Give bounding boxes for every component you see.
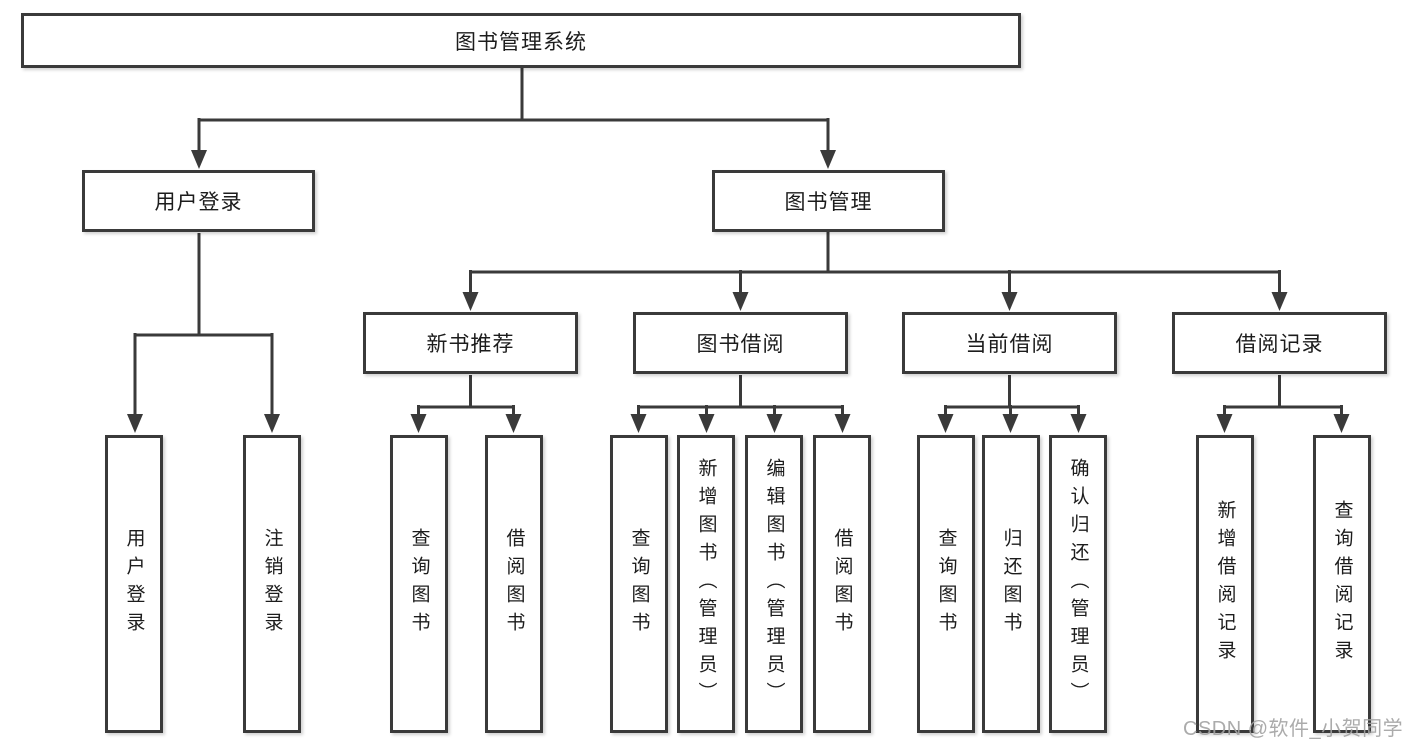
leaf-current-return-books-label: 归还图书 — [1000, 528, 1022, 640]
leaf-records-add-record-label: 新增借阅记录 — [1214, 500, 1236, 668]
node-book-borrowing-label: 图书借阅 — [696, 333, 785, 356]
arrowheads — [127, 150, 1350, 433]
leaf-current-confirm-return-admin: 确认归还（管理员） — [1049, 435, 1107, 733]
leaf-current-query-books-label: 查询图书 — [935, 528, 957, 640]
leaf-borrow-borrow-books: 借阅图书 — [813, 435, 871, 733]
leaf-current-confirm-return-admin-label: 确认归还（管理员） — [1067, 458, 1089, 710]
leaf-borrow-add-books-admin-label: 新增图书（管理员） — [695, 458, 717, 710]
node-current-borrowing: 当前借阅 — [902, 312, 1117, 374]
leaf-borrow-edit-books-admin: 编辑图书（管理员） — [745, 435, 803, 733]
leaf-records-query-record: 查询借阅记录 — [1313, 435, 1371, 733]
node-new-book-recommendation-label: 新书推荐 — [426, 333, 515, 356]
leaf-records-query-record-label: 查询借阅记录 — [1331, 500, 1353, 668]
leaf-rec-query-books-label: 查询图书 — [408, 528, 430, 640]
leaf-borrow-edit-books-admin-label: 编辑图书（管理员） — [763, 458, 785, 710]
leaf-rec-borrow-books: 借阅图书 — [485, 435, 543, 733]
node-book-management: 图书管理 — [712, 170, 945, 232]
node-current-borrowing-label: 当前借阅 — [965, 333, 1054, 356]
leaf-borrow-add-books-admin: 新增图书（管理员） — [677, 435, 735, 733]
leaf-records-add-record: 新增借阅记录 — [1196, 435, 1254, 733]
node-root-label: 图书管理系统 — [455, 30, 587, 54]
leaf-logout: 注销登录 — [243, 435, 301, 733]
node-root: 图书管理系统 — [21, 13, 1021, 68]
leaf-borrow-query-books: 查询图书 — [610, 435, 668, 733]
leaf-user-login: 用户登录 — [105, 435, 163, 733]
csdn-watermark: CSDN @软件_小贺同学 — [1183, 718, 1404, 740]
node-borrowing-records-label: 借阅记录 — [1235, 333, 1324, 356]
leaf-rec-query-books: 查询图书 — [390, 435, 448, 733]
node-book-borrowing: 图书借阅 — [633, 312, 848, 374]
node-user-login-label: 用户登录 — [154, 191, 243, 214]
node-borrowing-records: 借阅记录 — [1172, 312, 1387, 374]
node-book-management-label: 图书管理 — [784, 191, 873, 214]
leaf-rec-borrow-books-label: 借阅图书 — [503, 528, 525, 640]
leaf-current-query-books: 查询图书 — [917, 435, 975, 733]
leaf-user-login-label: 用户登录 — [123, 528, 145, 640]
leaf-current-return-books: 归还图书 — [982, 435, 1040, 733]
node-user-login: 用户登录 — [82, 170, 315, 232]
leaf-borrow-query-books-label: 查询图书 — [628, 528, 650, 640]
leaf-logout-label: 注销登录 — [261, 528, 283, 640]
leaf-borrow-borrow-books-label: 借阅图书 — [831, 528, 853, 640]
node-new-book-recommendation: 新书推荐 — [363, 312, 578, 374]
